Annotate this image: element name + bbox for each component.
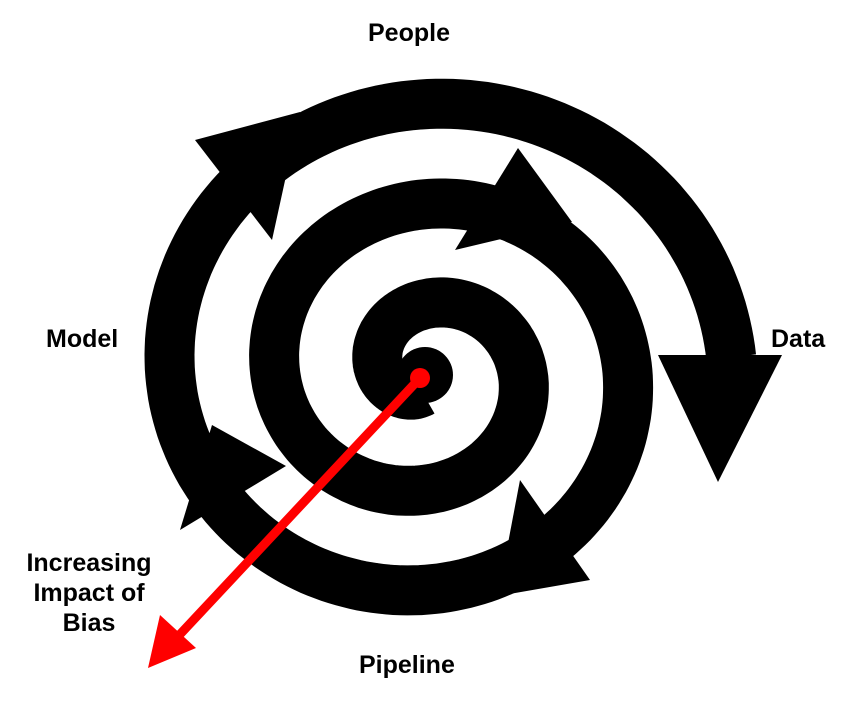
bias-line-1: Increasing <box>26 549 152 577</box>
arrowhead-inner-top <box>455 148 572 250</box>
label-bias: Increasing Impact of Bias <box>14 548 164 638</box>
arrowhead-model <box>180 425 286 530</box>
bias-line-2: Impact of <box>33 579 145 607</box>
label-data: Data <box>771 325 826 353</box>
label-pipeline: Pipeline <box>359 651 455 679</box>
spiral-path <box>144 78 757 616</box>
arrowhead-pipeline <box>498 480 590 596</box>
bias-origin-dot <box>410 368 430 388</box>
label-people: People <box>368 19 450 47</box>
bias-arrowhead <box>148 615 196 668</box>
label-model: Model <box>46 325 119 353</box>
arrowhead-data <box>658 355 782 482</box>
bias-line-3: Bias <box>62 609 116 637</box>
arrowhead-top-left <box>195 112 300 240</box>
bias-arrow-shaft <box>166 374 424 649</box>
